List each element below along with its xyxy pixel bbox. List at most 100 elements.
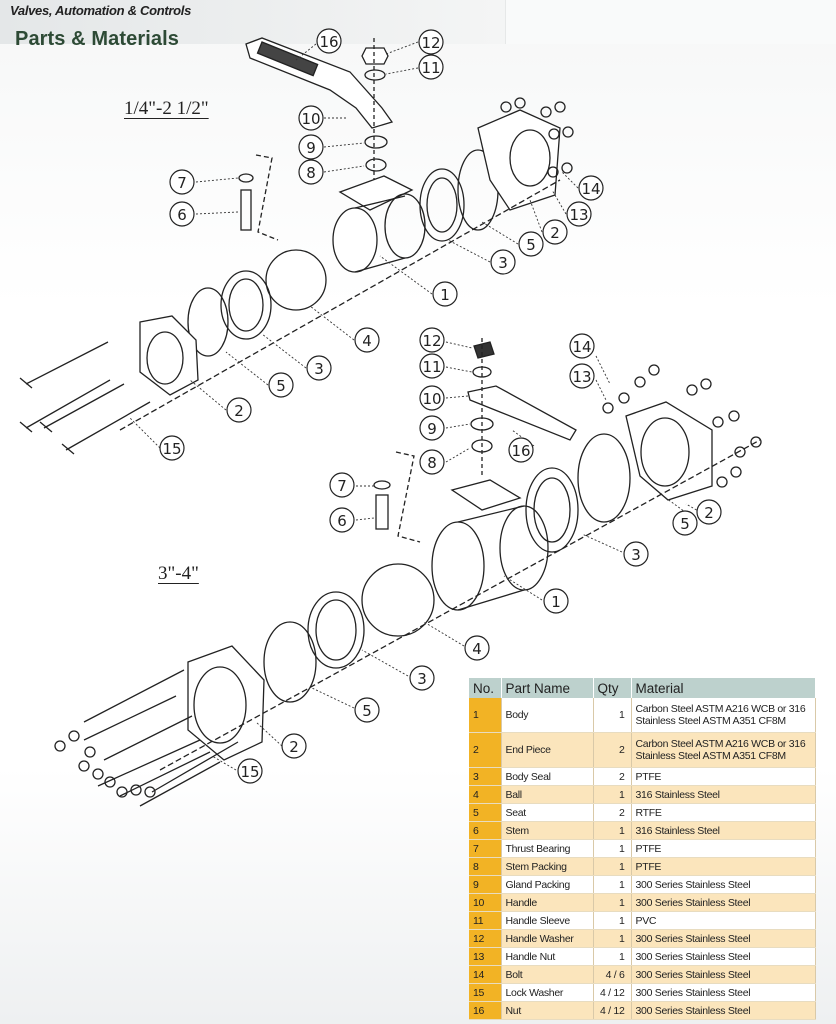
cell-no: 13 (469, 947, 502, 966)
callout-number: 12 (422, 332, 441, 350)
cell-qty: 1 (593, 821, 632, 840)
callout-number: 12 (421, 34, 440, 52)
callout-number: 1 (551, 593, 561, 611)
cell-material: 300 Series Stainless Steel (631, 929, 816, 948)
cell-qty: 1 (593, 893, 632, 912)
cell-part-name: Ball (501, 785, 594, 804)
callout-number: 1 (440, 286, 450, 304)
cell-qty: 4 / 6 (593, 965, 632, 984)
callout-number: 5 (362, 702, 372, 720)
cell-material: 316 Stainless Steel (631, 785, 816, 804)
cell-material: PVC (631, 911, 816, 930)
callout-number: 5 (526, 236, 536, 254)
callout-number: 8 (306, 164, 316, 182)
cell-part-name: Gland Packing (501, 875, 594, 894)
cell-no: 15 (469, 983, 502, 1002)
callout-number: 4 (472, 640, 482, 658)
callout-number: 14 (581, 180, 600, 198)
cell-qty: 1 (593, 911, 632, 930)
callout-number: 3 (417, 670, 427, 688)
callout-number: 3 (631, 546, 641, 564)
callout-number: 3 (498, 254, 508, 272)
cell-qty: 1 (593, 875, 632, 894)
col-header-qty: Qty (593, 678, 632, 698)
callout-number: 5 (680, 515, 690, 533)
cell-qty: 1 (593, 839, 632, 858)
cell-part-name: Body (501, 698, 594, 733)
callout-number: 13 (569, 206, 588, 224)
cell-no: 2 (469, 732, 502, 768)
callout-number: 10 (301, 110, 320, 128)
cell-material: RTFE (631, 803, 816, 822)
cell-part-name: Handle Washer (501, 929, 594, 948)
body-part-small (332, 175, 426, 273)
cell-qty: 1 (593, 785, 632, 804)
size-label-small: 1/4"-2 1/2" (124, 98, 209, 119)
cell-material: 300 Series Stainless Steel (631, 947, 816, 966)
callout-number: 2 (550, 224, 560, 242)
size-label-large: 3"-4" (158, 563, 199, 584)
callout-number: 14 (572, 338, 591, 356)
cell-no: 3 (469, 767, 502, 786)
cell-qty: 2 (593, 732, 632, 768)
cell-material: 300 Series Stainless Steel (631, 875, 816, 894)
cell-material: 316 Stainless Steel (631, 821, 816, 840)
callout-number: 11 (421, 59, 440, 77)
cell-no: 16 (469, 1001, 502, 1020)
cell-material: PTFE (631, 767, 816, 786)
top-header-bar (0, 0, 836, 44)
col-header-part-name: Part Name (501, 678, 594, 698)
cell-material: 300 Series Stainless Steel (631, 965, 816, 984)
table-header-row: No. Part Name Qty Material (469, 678, 816, 698)
callout-number: 2 (234, 402, 244, 420)
cell-part-name: Handle Nut (501, 947, 594, 966)
cell-part-name: Stem Packing (501, 857, 594, 876)
callout-number: 16 (511, 442, 530, 460)
cell-no: 14 (469, 965, 502, 984)
header-panel (505, 0, 836, 44)
cell-material: PTFE (631, 839, 816, 858)
cell-material: 300 Series Stainless Steel (631, 983, 816, 1002)
page-title: Parts & Materials (15, 28, 179, 50)
callout-number: 7 (177, 174, 187, 192)
cell-no: 6 (469, 821, 502, 840)
cell-part-name: Lock Washer (501, 983, 594, 1002)
cell-part-name: Seat (501, 803, 594, 822)
callout-number: 4 (362, 332, 372, 350)
callout-number: 8 (427, 454, 437, 472)
callout-number: 9 (427, 420, 437, 438)
cell-no: 8 (469, 857, 502, 876)
callout-number: 15 (240, 763, 259, 781)
cell-qty: 2 (593, 803, 632, 822)
cell-qty: 1 (593, 698, 632, 733)
cell-no: 12 (469, 929, 502, 948)
cell-qty: 1 (593, 947, 632, 966)
cell-material: 300 Series Stainless Steel (631, 893, 816, 912)
callout-number: 6 (337, 512, 347, 530)
cell-part-name: Nut (501, 1001, 594, 1020)
cell-no: 10 (469, 893, 502, 912)
callout-number: 9 (306, 139, 316, 157)
cell-part-name: Thrust Bearing (501, 839, 594, 858)
cell-no: 11 (469, 911, 502, 930)
cell-no: 9 (469, 875, 502, 894)
callout-number: 5 (276, 377, 286, 395)
cell-material: PTFE (631, 857, 816, 876)
cell-material: 300 Series Stainless Steel (631, 1001, 816, 1020)
cell-qty: 4 / 12 (593, 983, 632, 1002)
cell-no: 1 (469, 698, 502, 733)
handle-part-large (467, 385, 577, 441)
